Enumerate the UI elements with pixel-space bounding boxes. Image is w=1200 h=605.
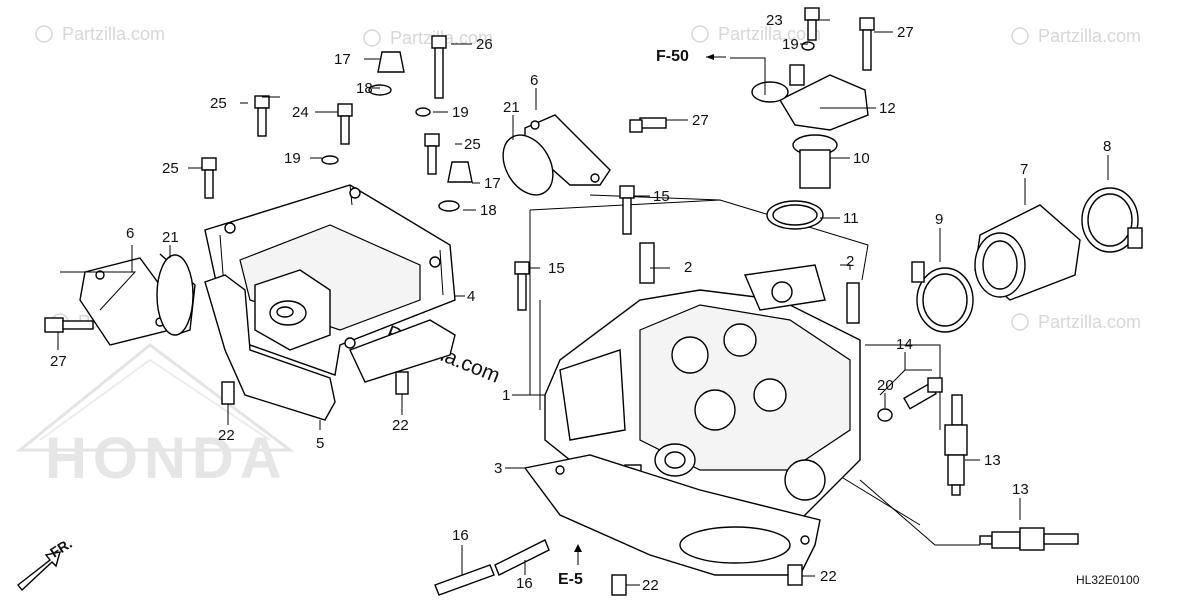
callout-19-top: 19 bbox=[782, 36, 799, 53]
part-11-o-ring bbox=[766, 200, 824, 230]
callout-1: 1 bbox=[502, 387, 510, 404]
honda-watermark-logo: HONDA bbox=[15, 343, 295, 491]
callout-21-top: 21 bbox=[503, 99, 520, 116]
part-7-insulator bbox=[974, 204, 1081, 301]
callout-22-mid: 22 bbox=[392, 417, 409, 434]
ref-f50-label: F-50 bbox=[656, 48, 689, 65]
front-direction-indicator: FR. bbox=[17, 535, 75, 592]
part-10-thermostat bbox=[792, 134, 838, 189]
part-6-cover-plate-left bbox=[79, 253, 196, 346]
part-6-cover-plate-top bbox=[502, 114, 667, 196]
reference-labels: F-50 E-5 bbox=[558, 48, 726, 588]
callout-6-left: 6 bbox=[126, 225, 134, 242]
callout-24: 24 bbox=[292, 104, 309, 121]
part-27-bolt-left bbox=[44, 317, 94, 333]
diagram-code: HL32E0100 bbox=[1076, 573, 1140, 587]
callout-4: 4 bbox=[467, 288, 475, 305]
callout-20: 20 bbox=[877, 377, 894, 394]
callout-16-right: 16 bbox=[516, 575, 533, 592]
watermark-text-3: Partzilla.com bbox=[718, 24, 821, 44]
part-20-washer bbox=[877, 408, 893, 422]
part-13-spark-plug-a bbox=[944, 394, 968, 496]
callout-15-top: 15 bbox=[653, 188, 670, 205]
part-14-sensor bbox=[903, 377, 943, 410]
callout-10: 10 bbox=[853, 150, 870, 167]
callout-23: 23 bbox=[766, 12, 783, 29]
head-cover-bolts bbox=[201, 35, 473, 405]
part-9-clamp bbox=[911, 261, 974, 333]
callout-9: 9 bbox=[935, 211, 943, 228]
honda-wordmark: HONDA bbox=[45, 426, 288, 491]
callout-numbers: 1 2 2 3 4 5 6 6 7 8 9 10 11 12 13 13 14 … bbox=[50, 12, 1111, 594]
callout-2-left: 2 bbox=[684, 259, 692, 276]
leader-lines bbox=[57, 19, 1109, 586]
part-5-gasket bbox=[204, 274, 456, 421]
callout-19-left: 19 bbox=[452, 104, 469, 121]
callout-26: 26 bbox=[476, 36, 493, 53]
callout-27-mid: 27 bbox=[692, 112, 709, 129]
callout-22-left: 22 bbox=[218, 427, 235, 444]
callout-12: 12 bbox=[879, 100, 896, 117]
part-13-spark-plug-b bbox=[979, 527, 1079, 551]
callout-11: 11 bbox=[843, 210, 859, 227]
front-arrow-icon bbox=[17, 551, 61, 592]
callout-27-top: 27 bbox=[897, 24, 914, 41]
callout-14: 14 bbox=[896, 336, 913, 353]
callout-25-right: 25 bbox=[464, 136, 481, 153]
callout-15-left: 15 bbox=[548, 260, 565, 277]
callout-17-top: 17 bbox=[334, 51, 351, 68]
part-3-head-gasket bbox=[523, 454, 821, 596]
watermark-text-4: Partzilla.com bbox=[1038, 26, 1141, 46]
callout-13-right: 13 bbox=[984, 452, 1001, 469]
callout-19-mid: 19 bbox=[284, 150, 301, 167]
callout-5: 5 bbox=[316, 435, 324, 452]
callout-27-left: 27 bbox=[50, 353, 67, 370]
part-4-head-cover bbox=[204, 184, 456, 376]
callout-7: 7 bbox=[1020, 161, 1028, 178]
part-12-thermostat-cover bbox=[751, 7, 875, 131]
part-8-clamp bbox=[1081, 187, 1143, 253]
watermark-text-5: Partzilla.com bbox=[1038, 312, 1141, 332]
part-16-studs bbox=[434, 539, 550, 596]
callout-18-mid: 18 bbox=[480, 202, 497, 219]
callout-25-left: 25 bbox=[162, 160, 179, 177]
callout-13-bottom: 13 bbox=[1012, 481, 1029, 498]
callout-17-mid: 17 bbox=[484, 175, 501, 192]
watermark-text-1: Partzilla.com bbox=[62, 24, 165, 44]
callout-2-right: 2 bbox=[846, 253, 854, 270]
callout-6-top: 6 bbox=[530, 72, 538, 89]
callout-8: 8 bbox=[1103, 138, 1111, 155]
callout-16-left: 16 bbox=[452, 527, 469, 544]
callout-22-bottom: 22 bbox=[642, 577, 659, 594]
part-15-bolts bbox=[514, 185, 635, 311]
callout-25-top: 25 bbox=[210, 95, 227, 112]
callout-22-right: 22 bbox=[820, 568, 837, 585]
callout-18-top: 18 bbox=[356, 80, 373, 97]
callout-21-left: 21 bbox=[162, 229, 179, 246]
ref-e5-label: E-5 bbox=[558, 571, 583, 588]
callout-3: 3 bbox=[494, 460, 502, 477]
